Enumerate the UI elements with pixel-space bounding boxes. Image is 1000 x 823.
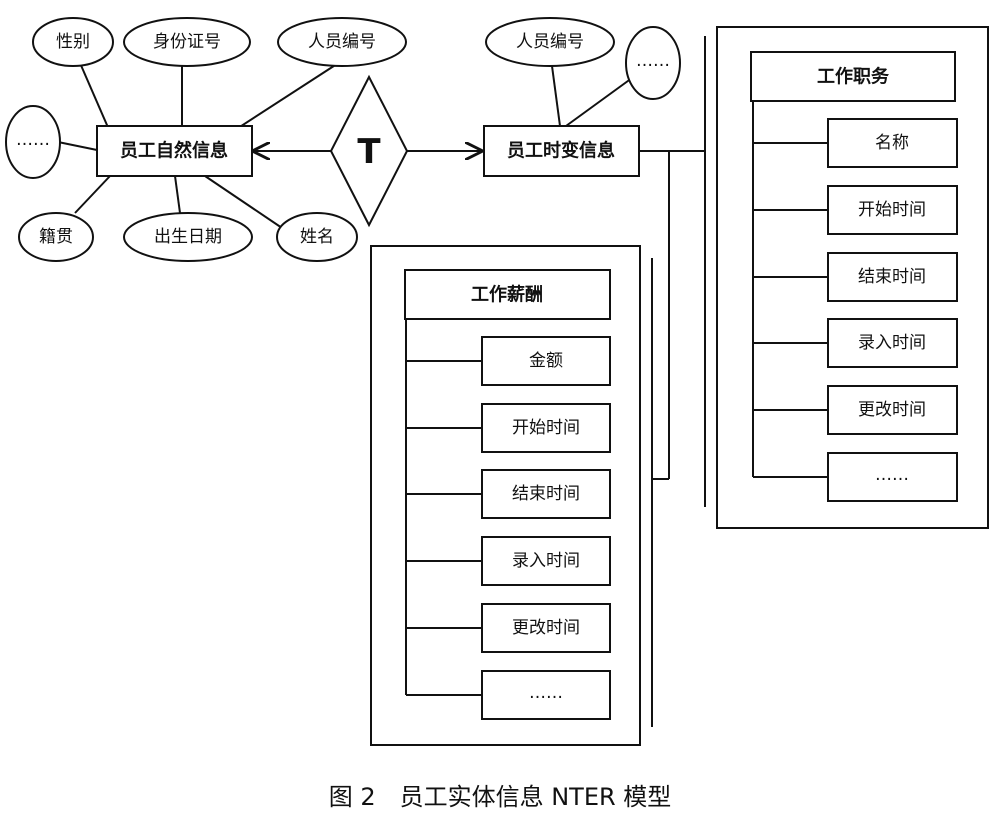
salary-field-box xyxy=(481,469,611,519)
attr-ellipse-name xyxy=(276,212,358,262)
attr-staff-number: 人员编号 xyxy=(308,32,376,52)
salary-field-box xyxy=(481,670,611,720)
attr-ellipse-birth-date xyxy=(123,212,253,262)
attr-name: 姓名 xyxy=(300,227,334,247)
job-duty-field: 结束时间 xyxy=(858,267,926,287)
salary-field-box xyxy=(481,403,611,453)
attr-gender: 性别 xyxy=(56,32,90,52)
tv-attr-ellipse-staff-number xyxy=(485,17,615,67)
salary-field: 录入时间 xyxy=(512,551,580,571)
salary-group: 工作薪酬 金额 开始时间 结束时间 录入时间 更改时间 …… xyxy=(370,245,641,746)
salary-field: 开始时间 xyxy=(512,418,580,438)
figure-caption: 图 2 员工实体信息 NTER 模型 xyxy=(329,783,672,811)
time-varying-entity-title: 员工时变信息 xyxy=(507,140,615,162)
salary-frame xyxy=(370,245,641,746)
job-duty-field: …… xyxy=(875,465,909,485)
salary-title: 工作薪酬 xyxy=(471,284,543,306)
salary-field-box xyxy=(481,603,611,653)
salary-field-box xyxy=(481,336,611,386)
job-duty-title: 工作职务 xyxy=(817,66,890,88)
natural-attribute-labels: 性别 身份证号 人员编号 …… 籍贯 出生日期 姓名 xyxy=(16,32,376,247)
job-duty-field-box xyxy=(827,385,958,435)
job-duty-field: 更改时间 xyxy=(858,400,926,420)
attr-birth-date: 出生日期 xyxy=(154,227,222,247)
salary-field-box xyxy=(481,536,611,586)
salary-field: 金额 xyxy=(529,351,563,371)
tv-attr-ellipsis: …… xyxy=(636,51,670,71)
attr-native-place: 籍贯 xyxy=(39,227,73,247)
attr-ellipse-native-place xyxy=(18,212,94,262)
job-duty-field-box xyxy=(827,452,958,502)
job-duty-group: 工作职务 名称 开始时间 结束时间 录入时间 更改时间 …… xyxy=(716,26,989,529)
job-duty-field-box xyxy=(827,318,958,368)
time-relation-label: T xyxy=(357,132,381,172)
natural-attribute-ellipses xyxy=(5,17,407,262)
salary-header xyxy=(404,269,611,320)
attr-id-number: 身份证号 xyxy=(153,32,221,52)
attr-ellipse-id-number xyxy=(123,17,251,67)
job-duty-field: 开始时间 xyxy=(858,200,926,220)
tv-attr-ellipse-ellipsis xyxy=(625,26,681,100)
natural-attribute-connectors xyxy=(57,61,341,231)
attr-ellipse-ellipsis xyxy=(5,105,61,179)
attr-ellipse-gender xyxy=(32,17,114,67)
job-duty-header xyxy=(750,51,956,102)
attr-ellipse-staff-number xyxy=(277,17,407,67)
tv-attr-staff-number: 人员编号 xyxy=(516,32,584,52)
natural-entity-title: 员工自然信息 xyxy=(120,140,228,162)
job-duty-field-box xyxy=(827,118,958,168)
time-varying-bus xyxy=(639,36,706,727)
job-duty-field-box xyxy=(827,185,958,235)
attr-ellipsis: …… xyxy=(16,130,50,150)
salary-field: 结束时间 xyxy=(512,484,580,504)
time-relation-diamond xyxy=(329,74,409,228)
job-duty-field: 录入时间 xyxy=(858,333,926,353)
salary-field: 更改时间 xyxy=(512,618,580,638)
salary-field: …… xyxy=(529,683,563,703)
job-duty-frame xyxy=(716,26,989,529)
natural-entity-box xyxy=(96,125,253,177)
job-duty-field-box xyxy=(827,252,958,302)
job-duty-field: 名称 xyxy=(875,133,909,153)
